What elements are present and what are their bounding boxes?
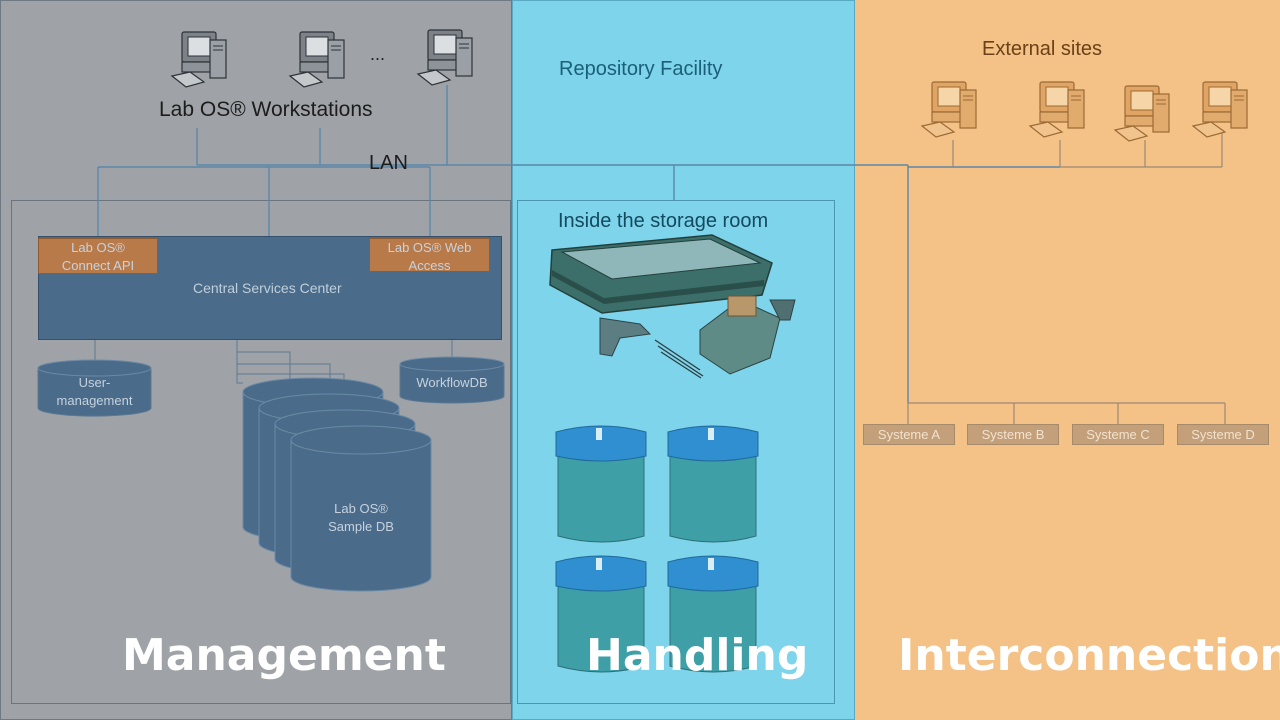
sample-db-shape	[242, 377, 432, 592]
sample-db: Lab OS® Sample DB	[291, 500, 431, 536]
system-c-box: Systeme C	[1072, 424, 1164, 445]
workflow-db-shape	[399, 356, 505, 404]
handling-title: Handling	[586, 630, 809, 681]
connect-api-box: Lab OS® Connect API	[38, 238, 158, 274]
web-access-line2: Access	[408, 258, 451, 273]
storage-room-frame	[517, 200, 835, 704]
lan-label: LAN	[369, 152, 408, 174]
external-sites-label: External sites	[982, 38, 1103, 60]
user-management-db: User- management	[38, 374, 151, 410]
system-d-box: Systeme D	[1177, 424, 1269, 445]
web-access-box: Lab OS® Web Access	[369, 238, 490, 273]
system-b-box: Systeme B	[967, 424, 1059, 445]
workstations-label: Lab OS® Workstations	[159, 98, 373, 121]
workstation-ellipsis: ...	[370, 44, 386, 64]
management-frame	[11, 200, 511, 704]
workflow-db: WorkflowDB	[416, 375, 488, 390]
central-services-label: Central Services Center	[193, 280, 342, 296]
interconnection-title: Interconnection	[898, 630, 1280, 681]
user-management-db-shape	[37, 359, 152, 417]
management-title: Management	[122, 630, 446, 681]
web-access-line1: Lab OS® Web	[387, 240, 472, 255]
tablet-icon	[549, 234, 773, 314]
sample-db-line2: Sample DB	[328, 519, 394, 534]
storage-tank-icon	[667, 425, 759, 543]
storage-tank-icon	[555, 425, 647, 543]
barcode-scanner-icon	[599, 295, 796, 379]
connect-api-line2: Connect API	[61, 258, 135, 273]
connect-api-line1: Lab OS®	[71, 240, 125, 255]
repository-label: Repository Facility	[559, 58, 723, 80]
user-management-line2: management	[56, 393, 133, 408]
system-a-box: Systeme A	[863, 424, 955, 445]
sample-db-line1: Lab OS®	[334, 501, 388, 516]
user-management-line1: User-	[78, 375, 111, 390]
storage-room-label: Inside the storage room	[558, 210, 769, 232]
